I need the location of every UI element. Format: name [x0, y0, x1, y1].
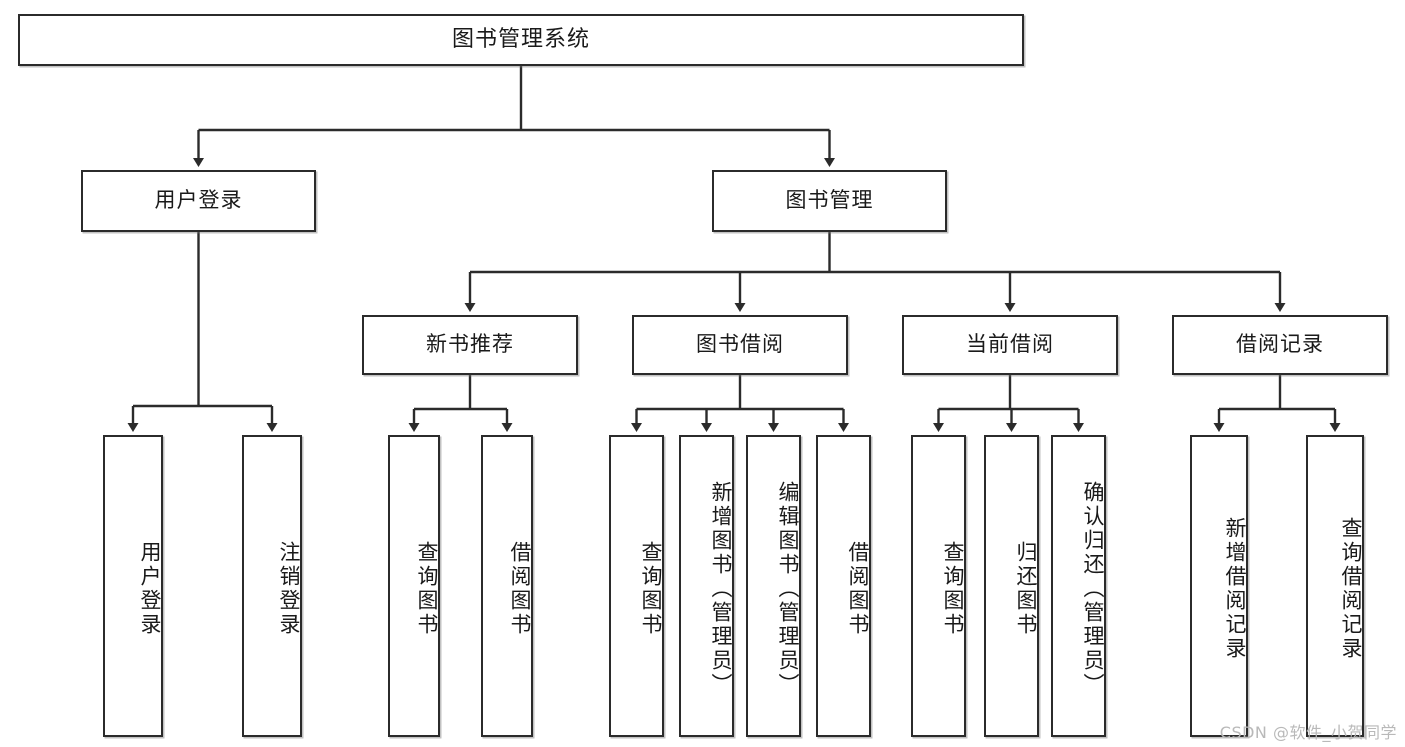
- node-label: 借阅图书: [846, 541, 870, 637]
- leaf-node-10[interactable]: 确认归还（管理员）: [1051, 435, 1106, 737]
- node-label: 注销登录: [277, 541, 301, 637]
- leaf-node-2[interactable]: 查询图书: [388, 435, 440, 737]
- node-label: 图书借阅: [696, 332, 784, 357]
- node-label: 借阅记录: [1236, 332, 1324, 357]
- node-label: 确认归还（管理员）: [1081, 481, 1105, 697]
- leaf-node-5[interactable]: 新增图书（管理员）: [679, 435, 734, 737]
- node-label: 查询图书: [415, 541, 439, 637]
- level3-node-0[interactable]: 新书推荐: [362, 315, 578, 375]
- node-label: 新增借阅记录: [1223, 517, 1247, 661]
- node-label: 新书推荐: [426, 332, 514, 357]
- node-label: 用户登录: [138, 541, 162, 637]
- leaf-node-4[interactable]: 查询图书: [609, 435, 664, 737]
- node-label: 图书管理系统: [451, 26, 590, 52]
- level2-node-1[interactable]: 图书管理: [712, 170, 947, 232]
- node-label: 归还图书: [1014, 541, 1038, 637]
- leaf-node-12[interactable]: 查询借阅记录: [1306, 435, 1364, 737]
- leaf-node-8[interactable]: 查询图书: [911, 435, 966, 737]
- node-label: 编辑图书（管理员）: [776, 481, 800, 697]
- node-label: 图书管理: [785, 188, 874, 213]
- node-label: 用户登录: [154, 188, 243, 213]
- node-label: 查询借阅记录: [1339, 517, 1363, 661]
- level3-node-2[interactable]: 当前借阅: [902, 315, 1118, 375]
- leaf-node-0[interactable]: 用户登录: [103, 435, 163, 737]
- node-label: 查询图书: [639, 541, 663, 637]
- leaf-node-9[interactable]: 归还图书: [984, 435, 1039, 737]
- node-label: 借阅图书: [508, 541, 532, 637]
- leaf-node-3[interactable]: 借阅图书: [481, 435, 533, 737]
- root-node-0[interactable]: 图书管理系统: [18, 14, 1024, 66]
- node-label: 当前借阅: [966, 332, 1054, 357]
- node-label: 新增图书（管理员）: [709, 481, 733, 697]
- watermark: CSDN @软件_小贺同学: [1219, 723, 1397, 742]
- level3-node-1[interactable]: 图书借阅: [632, 315, 848, 375]
- level2-node-0[interactable]: 用户登录: [81, 170, 316, 232]
- leaf-node-6[interactable]: 编辑图书（管理员）: [746, 435, 801, 737]
- leaf-node-1[interactable]: 注销登录: [242, 435, 302, 737]
- leaf-node-7[interactable]: 借阅图书: [816, 435, 871, 737]
- node-label: 查询图书: [941, 541, 965, 637]
- leaf-node-11[interactable]: 新增借阅记录: [1190, 435, 1248, 737]
- level3-node-3[interactable]: 借阅记录: [1172, 315, 1388, 375]
